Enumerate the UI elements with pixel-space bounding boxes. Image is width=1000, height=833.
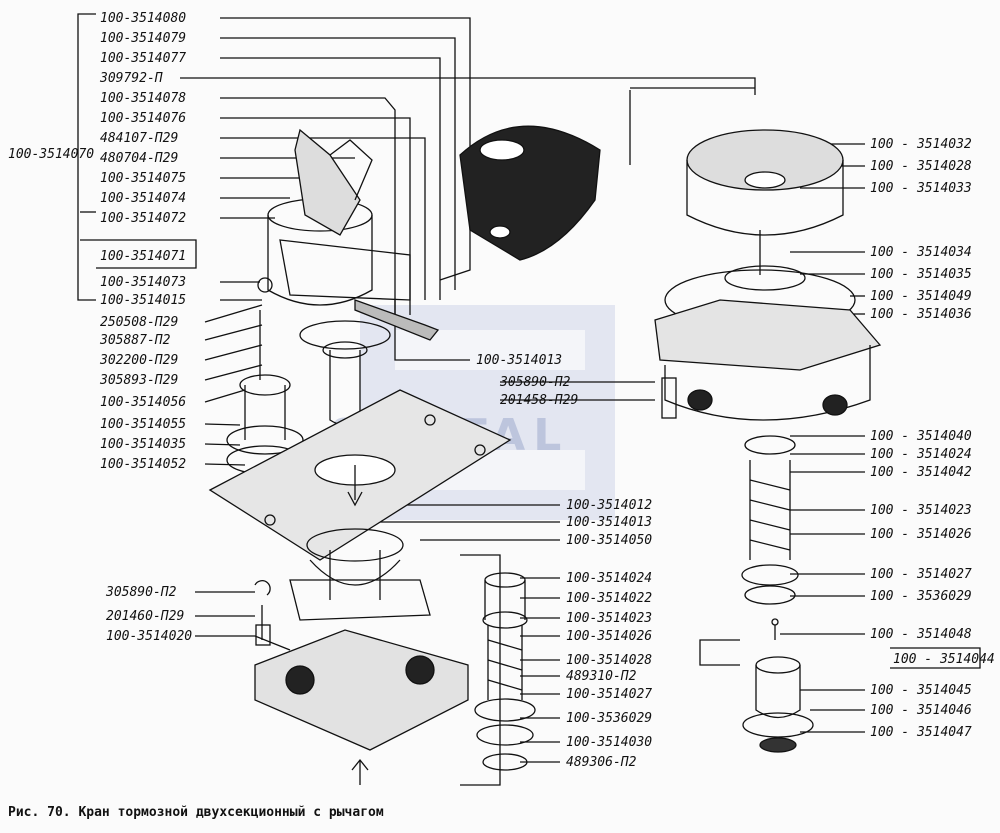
part-label: 100-3514077 [100, 51, 187, 66]
part-label: 201460-П29 [106, 609, 185, 624]
part-label: 100-3514076 [100, 111, 187, 126]
part-label: 100 - 3536029 [870, 589, 972, 604]
part-label: 100-3514078 [100, 91, 187, 106]
part-label: 100-3514056 [100, 395, 187, 410]
part-label: 302200-П29 [100, 353, 179, 368]
part-label: 305890-П2 [500, 375, 571, 390]
part-label: 100-3514024 [566, 571, 653, 586]
part-label: 100 - 3514049 [870, 289, 972, 304]
part-label: 100-3514050 [566, 533, 653, 548]
part-label: 100-3514073 [100, 275, 187, 290]
part-label: 100-3514079 [100, 31, 187, 46]
figure-caption: Рис. 70. Кран тормозной двухсекционный с… [8, 805, 384, 820]
part-label: 100-3514030 [566, 735, 653, 750]
part-label: 100-3514012 [566, 498, 653, 513]
part-label: 305887-П2 [100, 333, 171, 348]
part-label: 100 - 3514028 [870, 159, 972, 174]
part-label: 100-3514072 [100, 211, 187, 226]
part-label: 100-3514028 [566, 653, 653, 668]
part-label: 100-3514075 [100, 171, 187, 186]
part-label: 309792-П [100, 71, 163, 86]
part-label: 305890-П2 [106, 585, 177, 600]
part-label: 100 - 3514040 [870, 429, 972, 444]
part-label: 250508-П29 [100, 315, 179, 330]
part-label: 100 - 3514024 [870, 447, 972, 462]
part-label: 100-3514013 [566, 515, 653, 530]
part-label: 100-3514080 [100, 11, 187, 26]
part-label: 489306-П2 [566, 755, 637, 770]
part-label: 100 - 3514034 [870, 245, 972, 260]
part-label: 480704-П29 [100, 151, 179, 166]
part-label: 100 - 3514032 [870, 137, 972, 152]
part-label: 100-3536029 [566, 711, 653, 726]
part-label: 100 - 3514042 [870, 465, 972, 480]
part-label: 100-3514026 [566, 629, 653, 644]
part-label: 100 - 3514027 [870, 567, 972, 582]
part-label: 305893-П29 [100, 373, 179, 388]
part-label: 100 - 3514045 [870, 683, 972, 698]
part-label: 100-3514022 [566, 591, 653, 606]
part-label: 100 - 3514047 [870, 725, 972, 740]
part-label: 100 - 3514048 [870, 627, 972, 642]
part-label: 100-3514020 [106, 629, 193, 644]
part-label: 100 - 3514023 [870, 503, 972, 518]
part-label: 100-3514055 [100, 417, 187, 432]
part-label: 489310-П2 [566, 669, 637, 684]
part-label: 100-3514027 [566, 687, 653, 702]
part-label: 100 - 3514036 [870, 307, 972, 322]
part-label: 100-3514074 [100, 191, 187, 206]
part-label: 100 - 3514044 [893, 652, 995, 667]
part-label: 100-3514052 [100, 457, 187, 472]
part-label: 484107-П29 [100, 131, 179, 146]
part-label-group: 100-3514070 [8, 147, 95, 162]
part-label: 100-3514071 [100, 249, 187, 264]
part-label: 100 - 3514035 [870, 267, 972, 282]
part-label: 100-3514015 [100, 293, 187, 308]
part-label: 100 - 3514046 [870, 703, 972, 718]
part-label: 100-3514035 [100, 437, 187, 452]
part-label: 100 - 3514033 [870, 181, 972, 196]
part-label: 201458-П29 [500, 393, 579, 408]
part-label: 100 - 3514026 [870, 527, 972, 542]
part-label: 100-3514023 [566, 611, 653, 626]
part-label: 100-3514013 [476, 353, 563, 368]
